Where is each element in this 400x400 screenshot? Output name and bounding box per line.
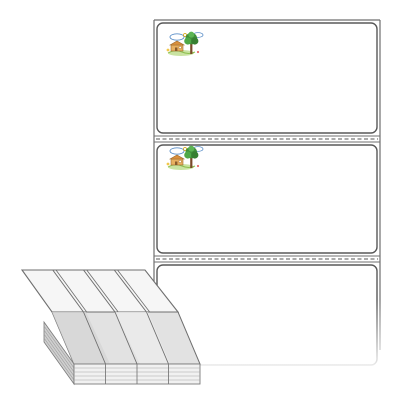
label-2 [156, 144, 378, 254]
fanfold-stack-icon [20, 269, 201, 386]
label-1 [156, 22, 378, 134]
perforation-line-2 [154, 255, 380, 263]
perforation-line-1 [154, 135, 380, 143]
